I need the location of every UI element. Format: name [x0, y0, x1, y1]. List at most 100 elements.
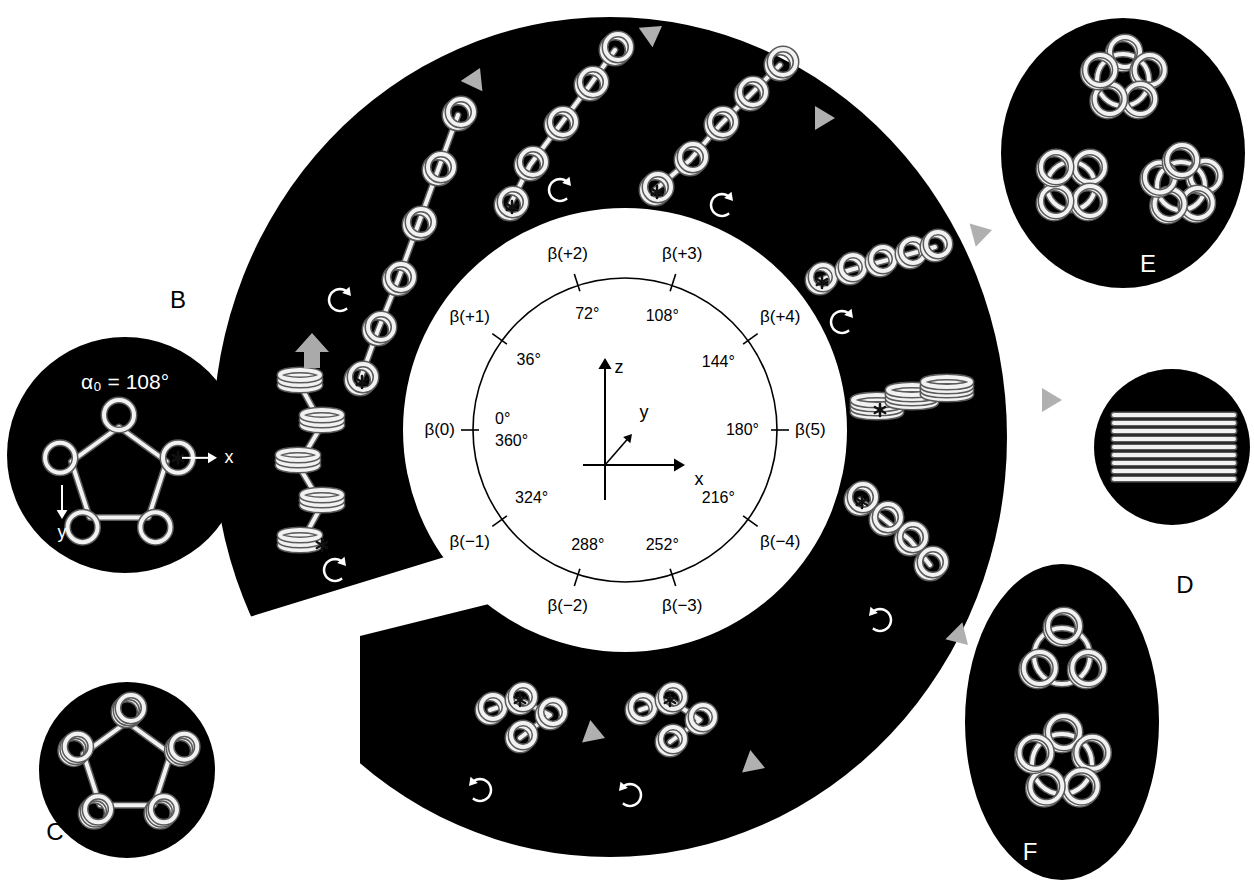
pentagon-structure [61, 695, 198, 826]
coil-strand [920, 549, 946, 575]
asterisk-mark [173, 455, 183, 461]
coil-outline [510, 50, 615, 205]
coil-outline [511, 685, 535, 709]
coil-strand [71, 427, 166, 518]
coil-strand [448, 99, 474, 125]
coil-strand [1085, 55, 1115, 85]
asterisk-mark [817, 279, 827, 285]
coil-outline [1085, 55, 1115, 85]
arrow-head [815, 106, 835, 130]
coil-outline [1075, 152, 1105, 182]
dial-label: 108° [646, 307, 679, 325]
coil-outline [926, 232, 950, 256]
coil-outline [1075, 186, 1105, 216]
coil-outline [1024, 652, 1056, 684]
coil-outline [104, 400, 134, 430]
coil-strand [1075, 152, 1105, 182]
axis-line [182, 457, 210, 459]
dial-label: y [640, 403, 649, 423]
panel-label: F [1023, 839, 1038, 865]
coil-outline [118, 695, 144, 721]
coil-outline [1167, 145, 1197, 175]
dial-tick [492, 334, 507, 345]
coil-strand [605, 34, 631, 60]
dial-label: 216° [702, 489, 735, 507]
panel-circle: E [1001, 18, 1245, 288]
coil-strand [68, 512, 98, 542]
dial-tick [771, 429, 789, 431]
coil-strand [428, 154, 454, 180]
coil-outline [923, 377, 971, 387]
axis-label: y [58, 523, 67, 543]
coil-strand [1048, 610, 1080, 642]
node-shape [403, 208, 847, 652]
coil-outline [428, 154, 454, 180]
coil-outline [65, 734, 91, 760]
dial-label: β(+2) [548, 245, 588, 264]
arrow-head [1042, 388, 1062, 412]
coil-strand [926, 232, 950, 256]
dial-label: β(5) [795, 421, 826, 440]
asterisk-mark [665, 697, 675, 703]
axis-line [605, 439, 628, 465]
arrow-head [562, 177, 571, 186]
coil-outline [481, 695, 505, 719]
coil-outline [68, 512, 98, 542]
coil-strand [388, 264, 414, 290]
coil-strand [740, 79, 766, 105]
coil-outline [871, 247, 895, 271]
coil-strand [1114, 429, 1234, 433]
arrow-head [619, 782, 628, 791]
direction-arrow [295, 333, 329, 368]
dial-label: β(+3) [662, 245, 702, 264]
coil-outline [645, 174, 671, 200]
arrow-head [57, 510, 68, 519]
coil-strand [645, 174, 671, 200]
dial-label: 0° [495, 410, 510, 428]
coil-outline [631, 695, 655, 719]
coil-strand [350, 364, 376, 390]
dial-drawing [461, 274, 789, 586]
coil-outline [1072, 652, 1104, 684]
panel-label: α₀ = 108° [81, 370, 169, 393]
arrow-head [208, 452, 217, 463]
coil-strand [541, 700, 565, 724]
coil-strand [278, 450, 318, 460]
coil-strand [500, 189, 526, 215]
coil-outline [811, 265, 835, 289]
coil-outline [1114, 420, 1234, 427]
coil-outline [1135, 55, 1165, 85]
coil-outline [1048, 610, 1080, 642]
coil-outline [278, 450, 318, 460]
coil-strand [1114, 413, 1234, 417]
coil-strand [691, 705, 715, 729]
arrow-head [724, 192, 733, 201]
pentagon-structure [45, 400, 217, 542]
coil-outline [1114, 468, 1234, 475]
flat-stack [1114, 415, 1234, 479]
coil-strand [841, 255, 865, 279]
coil-outline [841, 255, 865, 279]
coil-strand [655, 65, 780, 190]
coil-outline [1041, 186, 1071, 216]
coil-strand [900, 524, 926, 550]
arrow-head [461, 68, 483, 91]
dial-label: 180° [726, 421, 759, 439]
coil-outline [680, 144, 706, 170]
asterisk-mark [357, 379, 367, 385]
coil-outline [691, 705, 715, 729]
asterisk-mark [357, 379, 367, 385]
coil-strand [811, 265, 835, 289]
coil-outline [280, 530, 320, 540]
coil-strand [280, 370, 320, 380]
coil-strand [45, 443, 75, 473]
asterisk-mark [875, 407, 885, 413]
dial-tick [743, 334, 758, 345]
coil-outline [661, 685, 685, 709]
coil-strand [511, 723, 535, 747]
coil-strand [481, 695, 505, 719]
dial-label: β(+1) [450, 308, 490, 327]
dial-label: β(−2) [548, 597, 588, 616]
coil-outline [368, 314, 394, 340]
coil-strand [550, 109, 576, 135]
